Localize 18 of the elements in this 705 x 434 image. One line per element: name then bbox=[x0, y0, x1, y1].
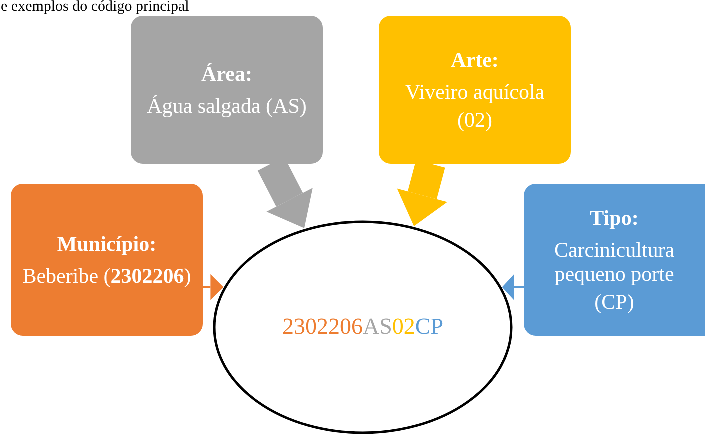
category-card bbox=[11, 184, 203, 336]
category-card bbox=[524, 184, 705, 336]
card-text: Beberibe (2302206) bbox=[22, 264, 192, 288]
card-heading: Área: bbox=[202, 62, 252, 86]
code-text: 2302206AS02CP bbox=[282, 314, 444, 340]
category-card bbox=[379, 16, 571, 164]
block-arrow bbox=[502, 274, 524, 300]
figure-caption-text: e exemplos do código principal bbox=[1, 0, 190, 15]
card-heading: Tipo: bbox=[590, 206, 639, 230]
card-text: (02) bbox=[458, 108, 492, 132]
card-heading: Município: bbox=[57, 232, 157, 256]
card-text: Água salgada (AS) bbox=[147, 94, 307, 118]
card-text: (CP) bbox=[594, 290, 634, 314]
card-heading: Arte: bbox=[451, 48, 499, 72]
block-arrow bbox=[203, 274, 224, 300]
category-card bbox=[131, 16, 323, 164]
card-text: Carcinicultura pequeno porte bbox=[553, 238, 676, 286]
card-text: Viveiro aquícola bbox=[405, 80, 545, 104]
